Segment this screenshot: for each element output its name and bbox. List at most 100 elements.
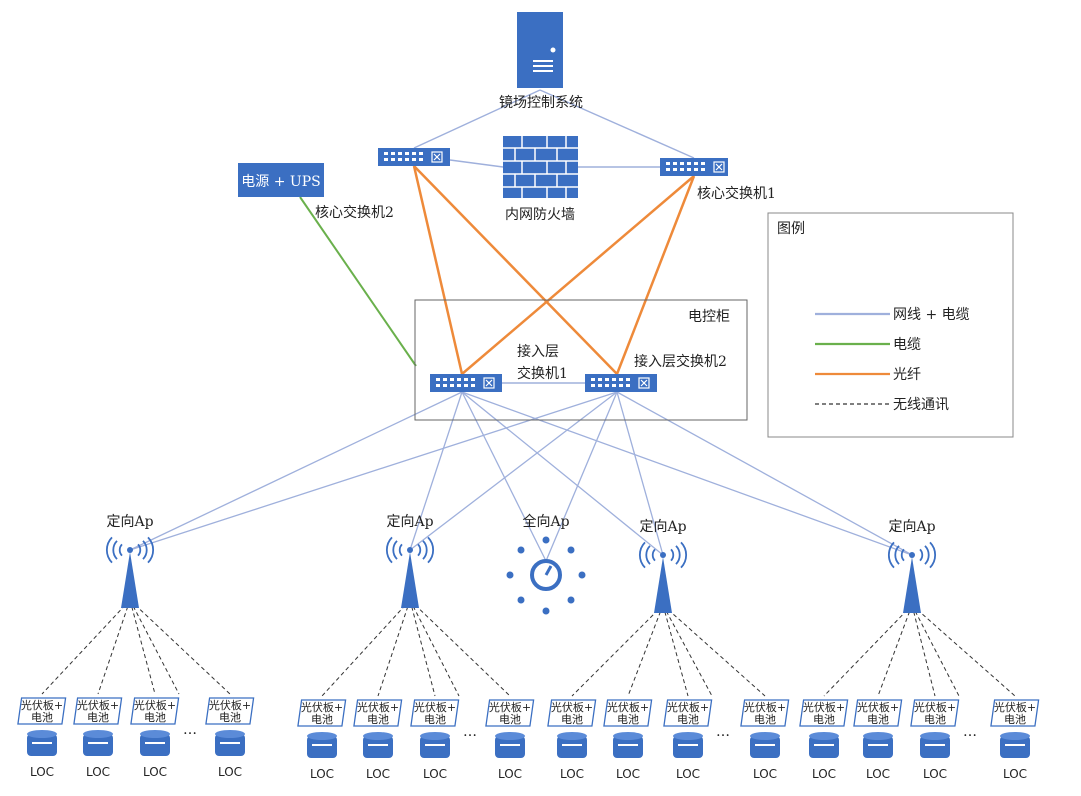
loc-label: LOC [676,767,700,781]
wireless-link [662,604,689,697]
wireless-link [129,599,180,695]
network-cable [545,391,618,562]
core-switch-2-label: 核心交换机2 [315,204,394,221]
wireless-link [627,604,664,697]
directional-ap-icon [638,541,688,613]
loc-panel-label: 光伏板+ [667,700,709,714]
loc-battery-label: 电池 [1004,713,1026,726]
loc-panel-label: 光伏板+ [744,700,786,714]
wireless-link [409,599,460,697]
network-cable [413,89,541,149]
loc-battery-label: 电池 [311,713,333,726]
access-switch-1-icon [430,374,502,392]
core-switch-right-icon [660,158,728,176]
loc-battery-label: 电池 [677,713,699,726]
access-switch-1-label-line1: 接入层 [517,343,559,360]
loc-battery-label: 电池 [867,713,889,726]
devices: 镜场控制系统 内网防火墙 核心 [17,12,1040,781]
connection-lines [41,89,1016,697]
loc-panel-label: 光伏板+ [21,698,63,712]
loc-battery-label: 电池 [499,713,521,726]
loc-label: LOC [616,767,640,781]
fiber-cable [412,165,464,375]
loc-battery-label: 电池 [617,713,639,726]
wireless-link [823,604,913,697]
wireless-link [662,604,766,697]
wireless-link [911,604,960,697]
loc-panel-label: 光伏板+ [414,700,456,714]
fiber-cable [615,175,696,375]
wireless-link [877,604,913,697]
server-label: 镜场控制系统 [499,95,583,111]
omni-ap-icon [506,536,586,615]
loc-panel-label: 光伏板+ [209,698,251,712]
network-cable [409,391,463,551]
loc-battery-label: 电池 [144,711,166,724]
loc-label: LOC [866,767,890,781]
loc-panel-label: 光伏板+ [857,700,899,714]
loc-ellipsis: … [463,724,477,740]
wireless-link [911,604,1016,697]
legend-label: 网线 + 电缆 [893,307,970,323]
wireless-link [41,599,131,695]
loc-label: LOC [1003,767,1027,781]
loc-battery-label: 电池 [219,711,241,724]
network-cable [129,391,463,551]
server-icon [517,12,563,88]
loc-panel-label: 光伏板+ [301,700,343,714]
wireless-link [409,599,511,697]
directional-ap-icon [385,536,435,608]
wireless-link [409,599,436,697]
wireless-link [662,604,713,697]
wireless-link [911,604,936,697]
wireless-link [129,599,156,695]
loc-label: LOC [143,765,167,779]
loc-panel-label: 光伏板+ [357,700,399,714]
wireless-link [97,599,131,695]
loc-label: LOC [753,767,777,781]
loc-label: LOC [923,767,947,781]
firewall-icon [503,136,578,198]
loc-label: LOC [218,765,242,779]
loc-panel-label: 光伏板+ [134,698,176,712]
loc-label: LOC [310,767,334,781]
wireless-link [321,599,411,697]
directional-ap-label: 定向Ap [639,519,686,535]
cabinet-label: 电控柜 [688,309,730,325]
wireless-link [129,599,231,695]
loc-ellipsis: … [183,722,197,738]
loc-label: LOC [423,767,447,781]
loc-panel-label: 光伏板+ [914,700,956,714]
loc-panel-label: 光伏板+ [77,698,119,712]
network-cable [129,391,618,551]
network-cable [449,159,504,168]
loc-node: 光伏板+电池 LOC … [130,697,197,779]
loc-label: LOC [86,765,110,779]
network-cable [461,391,913,556]
network-cable [539,89,695,159]
power-ups-label: 电源 + UPS [241,174,320,190]
legend-box [767,212,1014,438]
loc-battery-label: 电池 [754,713,776,726]
network-cable [461,391,664,556]
loc-node: 光伏板+电池 LOC [205,697,255,779]
access-switch-1-label-line2: 交换机1 [517,365,568,382]
omni-ap-label: 全向Ap [522,513,569,530]
cabinet-box [414,299,748,421]
core-switch-1-label: 核心交换机1 [697,185,776,202]
loc-node: 光伏板+电池 LOC [853,699,903,781]
loc-panel-label: 光伏板+ [551,700,593,714]
loc-node: 光伏板+电池 LOC [740,699,790,781]
wireless-link [377,599,411,697]
loc-node: 光伏板+电池LOC… [410,699,477,781]
loc-battery-label: 电池 [367,713,389,726]
